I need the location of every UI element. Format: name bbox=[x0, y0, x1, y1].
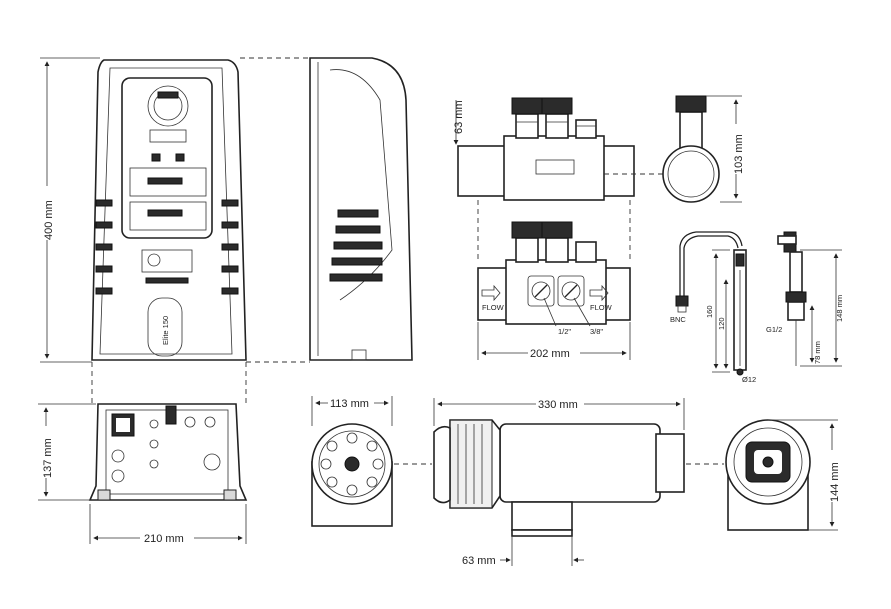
dim-137: 137 mm bbox=[36, 403, 96, 501]
dim-63-bottom: 63 mm bbox=[462, 536, 584, 567]
dim-330-label: 330 mm bbox=[538, 399, 578, 411]
dim-202: 202 mm bbox=[477, 322, 631, 360]
dim-137-label: 137 mm bbox=[42, 438, 54, 478]
manifold-end-view bbox=[662, 95, 720, 203]
dim-113: 113 mm bbox=[311, 396, 393, 426]
dim-63-bottom-label: 63 mm bbox=[462, 555, 496, 567]
probe-160-label: 160 bbox=[705, 305, 714, 318]
model-label: Elite 150 bbox=[161, 316, 170, 345]
flow-in-label: FLOW bbox=[482, 303, 505, 312]
dia-12-label: Ø12 bbox=[742, 375, 756, 384]
dim-103-label: 103 mm bbox=[733, 134, 745, 174]
dim-144-label: 144 mm bbox=[829, 462, 841, 502]
probe-120-label: 120 bbox=[717, 317, 726, 330]
dim-63-top: 63 mm bbox=[453, 100, 465, 145]
cell-side-view bbox=[433, 419, 685, 537]
three-eighths-label: 3/8" bbox=[590, 327, 603, 336]
g-half-label: G1/2 bbox=[766, 325, 782, 334]
probe-holder: G1/2 148 mm 78 mm bbox=[766, 231, 844, 367]
dim-210-label: 210 mm bbox=[144, 533, 184, 545]
cell-outlet-view bbox=[725, 419, 811, 531]
dim-63-top-label: 63 mm bbox=[453, 100, 465, 134]
dim-103: 103 mm bbox=[706, 95, 746, 203]
bnc-label: BNC bbox=[670, 315, 686, 324]
bottom-view-unit bbox=[88, 403, 248, 501]
side-view-unit bbox=[309, 57, 413, 361]
dim-210: 210 mm bbox=[89, 504, 247, 545]
probe-148-label: 148 mm bbox=[835, 295, 844, 322]
half-inch-label: 1/2" bbox=[558, 327, 571, 336]
front-view-unit: Elite 150 bbox=[91, 59, 247, 361]
cell-end-view bbox=[311, 423, 393, 527]
dim-330: 330 mm bbox=[433, 397, 685, 430]
manifold-front-view: FLOW FLOW 1/2" 3/8" bbox=[477, 221, 631, 336]
probe-with-cable: BNC 160 120 Ø12 bbox=[670, 231, 756, 384]
flow-out-label: FLOW bbox=[590, 303, 613, 312]
dim-144: 144 mm bbox=[768, 419, 842, 531]
probe-78-label: 78 mm bbox=[813, 341, 822, 364]
dim-400: 400 mm bbox=[38, 57, 100, 363]
dim-113-label: 113 mm bbox=[330, 398, 369, 410]
dim-400-label: 400 mm bbox=[43, 200, 55, 240]
manifold-top-view bbox=[457, 97, 635, 201]
dim-202-label: 202 mm bbox=[530, 348, 570, 360]
